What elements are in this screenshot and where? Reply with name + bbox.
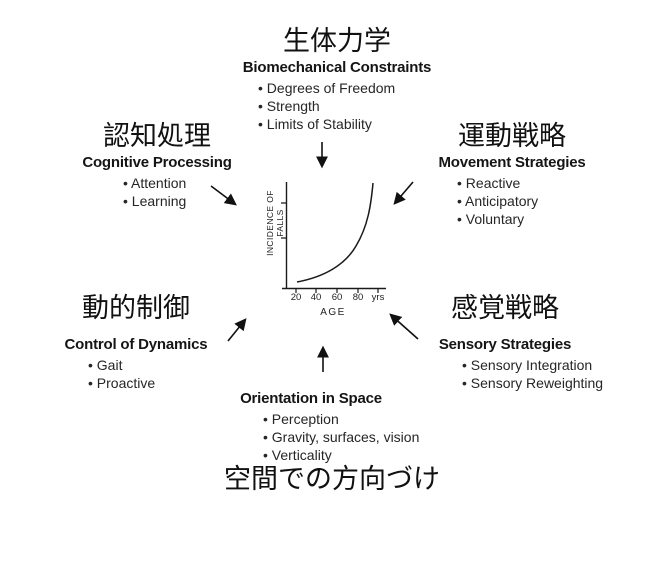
bullet-item: Verticality (263, 446, 387, 464)
x-tick-label: 20 (290, 292, 302, 303)
node-biomechanical-jp-title: 生体力学 (283, 26, 391, 56)
node-cognitive: 認知処理 Cognitive Processing Attention Lear… (74, 120, 240, 210)
node-sensory-en-title: Sensory Strategies (438, 336, 572, 353)
node-biomechanical-en-title: Biomechanical Constraints (242, 59, 432, 76)
node-cognitive-en-title: Cognitive Processing (82, 154, 232, 171)
bullet-item: Degrees of Freedom (258, 79, 447, 97)
node-dynamics-en-title: Control of Dynamics (64, 336, 208, 353)
bullet-item: Proactive (88, 374, 220, 392)
x-tick-label: 60 (331, 292, 343, 303)
graph-y-axis-label: INCIDENCE OF FALLS (265, 190, 285, 256)
graph-x-axis-label: AGE (320, 307, 346, 318)
node-movement: 運動戦略 Movement Strategies Reactive Antici… (420, 120, 604, 228)
bullet-item: Reactive (457, 174, 604, 192)
node-orientation: Orientation in Space Perception Gravity,… (235, 388, 420, 464)
node-cognitive-bullets: Attention Learning (74, 174, 240, 210)
falls-age-chart (281, 182, 386, 293)
falls-curve (296, 182, 374, 283)
node-orientation-en-title: Orientation in Space (240, 390, 382, 407)
node-dynamics-jp-title: 動的制御 (82, 293, 190, 323)
node-movement-en-title: Movement Strategies (438, 154, 586, 171)
bullet-item: Attention (123, 174, 240, 192)
bullet-item: Perception (263, 410, 387, 428)
bullet-item: Sensory Reweighting (462, 374, 603, 392)
bullet-item: Limits of Stability (258, 115, 447, 133)
node-sensory: 感覚戦略 Sensory Strategies Sensory Integrat… (415, 292, 603, 392)
node-cognitive-jp-title: 認知処理 (103, 121, 211, 151)
node-dynamics-bullets: Gait Proactive (52, 356, 220, 392)
node-movement-bullets: Reactive Anticipatory Voluntary (420, 174, 604, 228)
bullet-item: Voluntary (457, 210, 604, 228)
node-biomechanical-bullets: Degrees of Freedom Strength Limits of St… (227, 79, 447, 133)
bullet-item: Sensory Integration (462, 356, 595, 374)
x-tick-label: yrs (371, 292, 385, 303)
arrow-sensory-to-center (389, 313, 419, 340)
bullet-item: Gravity, surfaces, vision (263, 428, 420, 446)
bullet-item: Anticipatory (457, 192, 604, 210)
node-dynamics: 動的制御 Control of Dynamics Gait Proactive (52, 292, 220, 392)
node-movement-jp-title: 運動戦略 (458, 121, 566, 151)
node-orientation-bullets: Perception Gravity, surfaces, vision Ver… (235, 410, 420, 464)
x-tick-label: 40 (310, 292, 322, 303)
node-sensory-bullets: Sensory Integration Sensory Reweighting (415, 356, 603, 392)
node-biomechanical: 生体力学 Biomechanical Constraints Degrees o… (227, 25, 447, 133)
arrow-movement-to-center (393, 181, 414, 205)
node-orientation-jp-title: 空間での方向づけ (224, 464, 440, 494)
bullet-item: Learning (123, 192, 240, 210)
bullet-item: Gait (88, 356, 220, 374)
arrow-dynamics-to-center (227, 318, 247, 342)
node-sensory-jp-title: 感覚戦略 (451, 293, 559, 323)
bullet-item: Strength (258, 97, 447, 115)
x-tick-label: 80 (352, 292, 364, 303)
